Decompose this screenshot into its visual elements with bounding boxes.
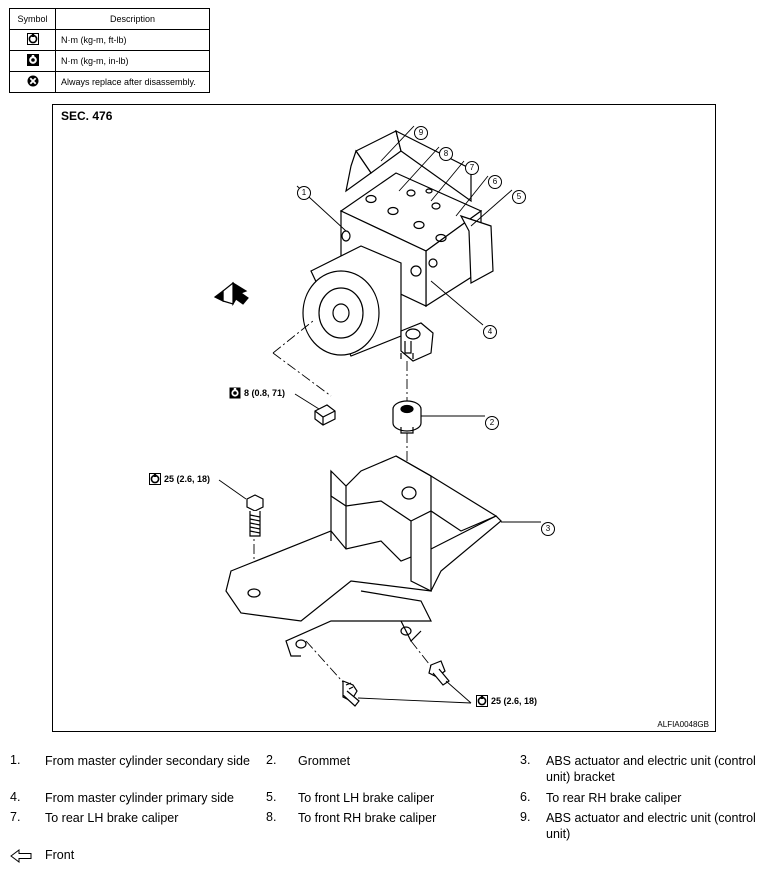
callout-4: 4 — [483, 325, 497, 339]
torque-wrench-icon — [476, 695, 488, 707]
part-description: From master cylinder primary side — [45, 791, 234, 805]
figure-code: ALFIA0048GB — [657, 720, 709, 729]
bolt-bottom-left — [342, 680, 360, 707]
torque-value: 8 (0.8, 71) — [244, 388, 286, 398]
legend-row-text: Always replace after disassembly. — [55, 71, 210, 93]
legend-header-symbol: Symbol — [9, 8, 56, 30]
torque-spec-bolt-left: 25 (2.6, 18) — [149, 473, 210, 485]
bolt-long-left — [246, 494, 264, 537]
part-number: 6. — [520, 790, 531, 804]
part-description: To front LH brake caliper — [298, 791, 435, 805]
callout-8: 8 — [439, 147, 453, 161]
part-number: 8. — [266, 810, 277, 824]
torque-wrench-small-icon — [229, 387, 241, 399]
torque-spec-bolt-small: 8 (0.8, 71) — [229, 387, 285, 399]
legend-row-text: N·m (kg-m, in-lb) — [55, 50, 210, 72]
abs-actuator-exploded-diagram — [213, 125, 541, 707]
part-number: 3. — [520, 753, 531, 767]
legend-header-description: Description — [55, 8, 210, 30]
legend-row-text: N·m (kg-m, ft-lb) — [55, 29, 210, 51]
diagram-frame: SEC. 476 — [52, 104, 716, 732]
callout-6: 6 — [488, 175, 502, 189]
part-number: 9. — [520, 810, 531, 824]
front-arrow-icon — [10, 849, 32, 863]
torque-wrench-small-icon — [26, 54, 39, 66]
callout-7: 7 — [465, 161, 479, 175]
part-description: To rear LH brake caliper — [45, 811, 179, 825]
callout-1: 1 — [297, 186, 311, 200]
always-replace-icon — [27, 75, 38, 87]
bracket-part — [225, 455, 502, 657]
bolt-bottom-right — [428, 660, 450, 686]
part-description: From master cylinder secondary side — [45, 754, 250, 768]
torque-wrench-icon — [149, 473, 161, 485]
callout-3: 3 — [541, 522, 555, 536]
part-description: ABS actuator and electric unit (control … — [546, 811, 756, 841]
abs-actuator-unit — [302, 129, 494, 362]
part-description: To rear RH brake caliper — [546, 791, 682, 805]
part-number: 1. — [10, 753, 21, 767]
callout-2: 2 — [485, 416, 499, 430]
grommet-part — [392, 400, 422, 434]
part-description: To front RH brake caliper — [298, 811, 437, 825]
callout-5: 5 — [512, 190, 526, 204]
torque-wrench-icon — [26, 33, 39, 45]
front-direction-arrow — [213, 281, 249, 307]
part-description: ABS actuator and electric unit (control … — [546, 754, 756, 784]
torque-spec-bolt-bottom: 25 (2.6, 18) — [476, 695, 537, 707]
front-label: Front — [45, 848, 75, 862]
section-label: SEC. 476 — [61, 109, 113, 123]
torque-value: 25 (2.6, 18) — [164, 474, 211, 484]
part-number: 2. — [266, 753, 277, 767]
part-description: Grommet — [298, 754, 351, 768]
part-number: 5. — [266, 790, 277, 804]
bolt-small — [314, 404, 336, 426]
part-number: 4. — [10, 790, 21, 804]
callout-9: 9 — [414, 126, 428, 140]
torque-value: 25 (2.6, 18) — [491, 696, 538, 706]
part-number: 7. — [10, 810, 21, 824]
symbol-legend-table: Symbol Description N·m (kg-m, ft-lb) N·m… — [9, 8, 210, 93]
